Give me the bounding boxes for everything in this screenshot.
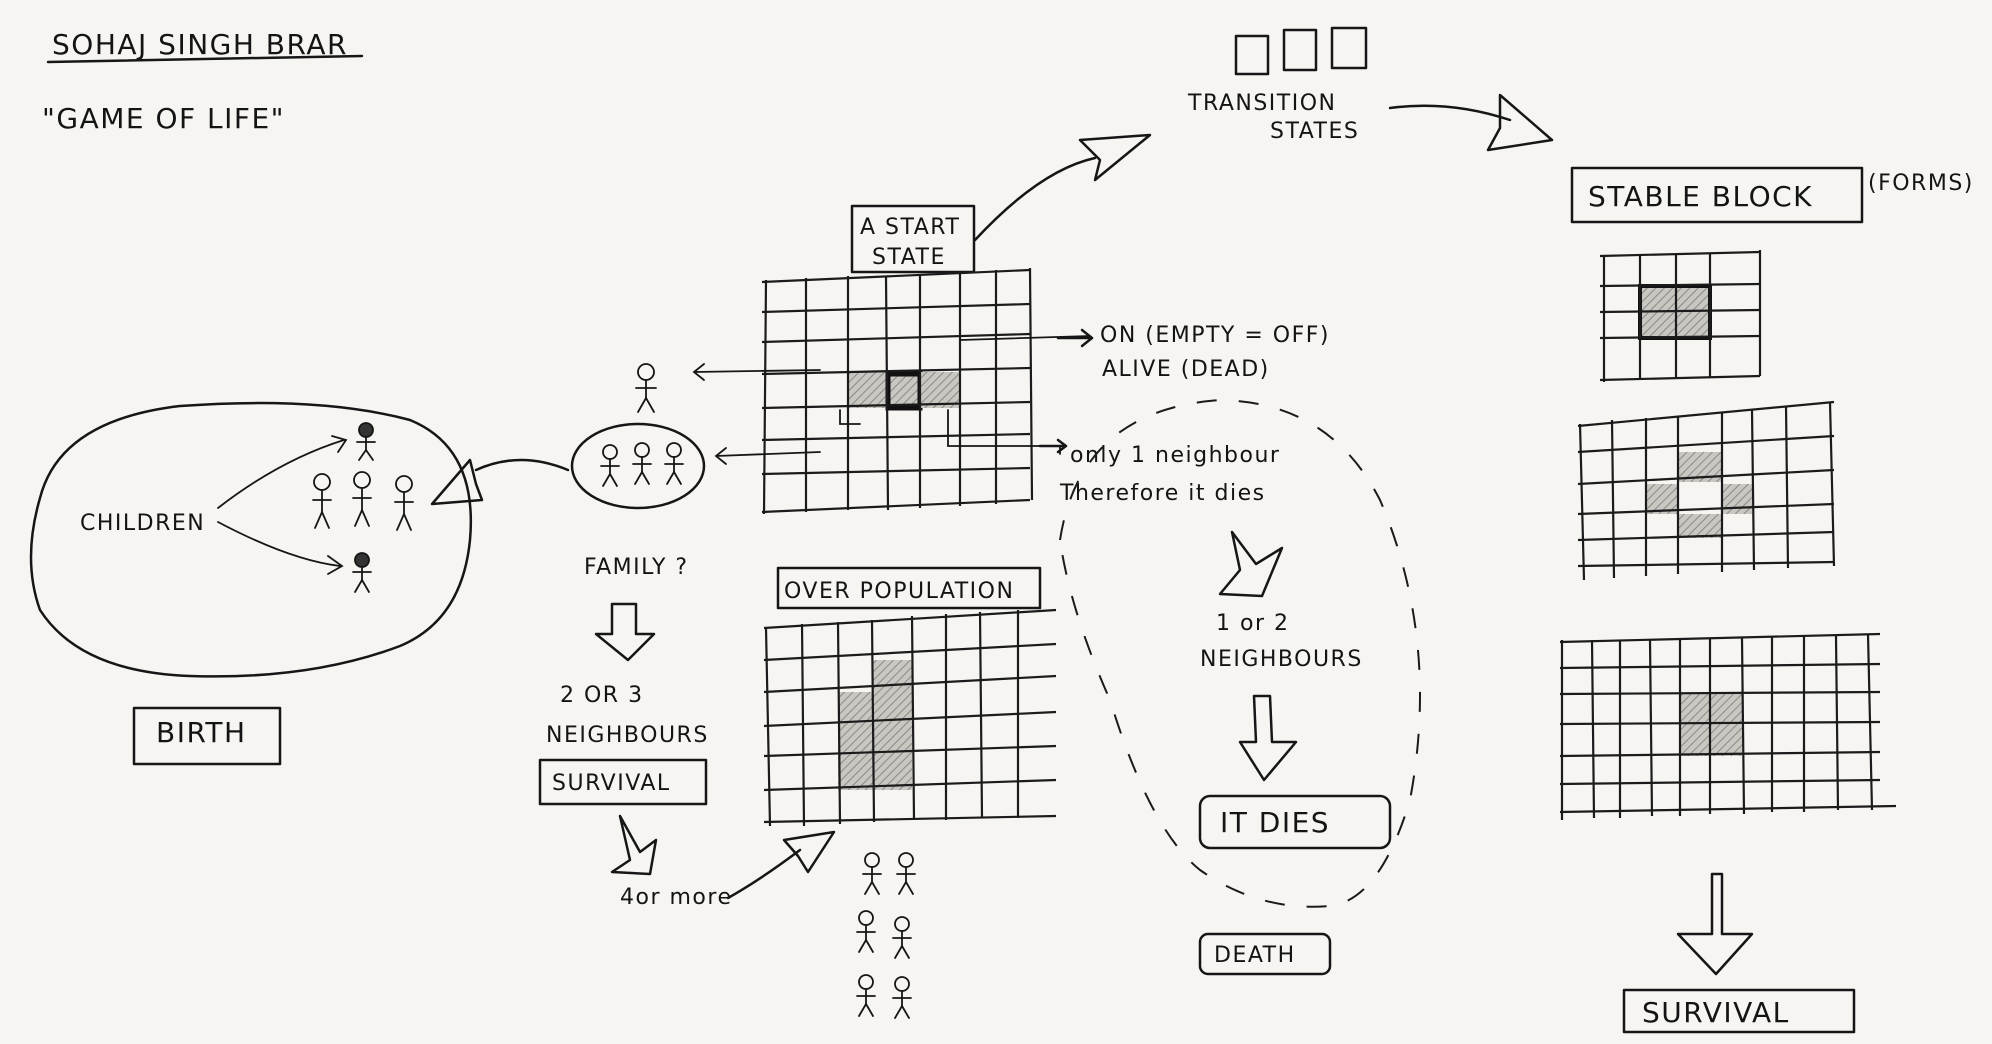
death-dashed-region bbox=[1058, 398, 1421, 908]
arrow-head-family-to-birth bbox=[430, 458, 484, 506]
arrow-family-to-birth bbox=[474, 458, 570, 472]
stable-grid-3 bbox=[1559, 632, 1897, 820]
survival-left-label: SURVIVAL bbox=[552, 771, 671, 796]
stable-block-box bbox=[1570, 166, 1864, 224]
bracket-left bbox=[839, 409, 861, 425]
forms-label: (FORMS) bbox=[1868, 171, 1974, 196]
arrow-to-four-or-more bbox=[610, 814, 658, 876]
arrow-head-to-stable bbox=[1486, 93, 1554, 152]
on-empty-off-label: ON (EMPTY = OFF) bbox=[1100, 323, 1330, 348]
down-arrow-survival-right bbox=[1676, 872, 1754, 976]
arrow-to-stable bbox=[1388, 104, 1512, 122]
arrow-down-to-survival bbox=[594, 602, 656, 662]
author-name: SOHAJ SINGH BRAR bbox=[52, 28, 348, 61]
four-or-more-label: 4or more bbox=[620, 885, 732, 910]
arrow-to-neighbour-label bbox=[1038, 438, 1068, 454]
family-label: FAMILY ? bbox=[584, 555, 689, 580]
arrow-to-on-label bbox=[1056, 328, 1094, 348]
it-dies-label: IT DIES bbox=[1220, 806, 1330, 839]
arrow-to-single-figure bbox=[692, 363, 821, 381]
alive-dead-label: ALIVE (DEAD) bbox=[1102, 357, 1270, 382]
stick-figures-crowd bbox=[856, 852, 916, 1019]
title: "GAME OF LIFE" bbox=[42, 102, 285, 135]
over-population-grid bbox=[763, 608, 1057, 827]
stable-grid-2 bbox=[1577, 400, 1836, 581]
arrow-head-four-to-over bbox=[782, 830, 836, 874]
arrow-head-to-transition bbox=[1078, 133, 1152, 182]
over-population-label: OVER POPULATION bbox=[784, 579, 1014, 604]
arrow-four-to-over bbox=[726, 848, 802, 900]
it-dies-box bbox=[1198, 794, 1392, 850]
start-state-line-1: A START bbox=[860, 215, 960, 240]
bracket-right bbox=[947, 409, 1061, 447]
start-state-grid bbox=[761, 267, 1034, 515]
neighbours-left-label: NEIGHBOURS bbox=[546, 723, 709, 748]
arrow-to-transition bbox=[973, 156, 1097, 242]
arrow-down-1 bbox=[1218, 530, 1284, 598]
author-underline bbox=[46, 54, 364, 64]
birth-label: BIRTH bbox=[156, 716, 247, 749]
children-figures bbox=[312, 422, 414, 593]
only-one-neighbour-label: only 1 neighbour bbox=[1070, 443, 1280, 468]
children-label: CHILDREN bbox=[80, 511, 205, 536]
single-stick-figure bbox=[635, 363, 657, 413]
survival-left-box bbox=[538, 758, 708, 806]
stable-block-label: STABLE BLOCK bbox=[1588, 180, 1813, 213]
neighbours-right-label: NEIGHBOURS bbox=[1200, 647, 1363, 672]
arrow-children-up bbox=[217, 435, 348, 509]
stable-grid-1 bbox=[1599, 250, 1762, 382]
start-state-line-2: STATE bbox=[872, 245, 946, 270]
start-state-box bbox=[850, 204, 976, 274]
birth-box bbox=[132, 706, 282, 766]
transition-state-boxes bbox=[1234, 26, 1368, 76]
pointer-line-on bbox=[959, 335, 1091, 341]
arrow-children-down bbox=[217, 521, 344, 575]
death-label: DEATH bbox=[1214, 943, 1296, 968]
one-or-two-label: 1 or 2 bbox=[1216, 611, 1290, 636]
survival-right-label: SURVIVAL bbox=[1642, 996, 1790, 1029]
arrow-down-2 bbox=[1238, 694, 1298, 782]
death-box bbox=[1198, 932, 1332, 976]
family-figures bbox=[600, 442, 684, 487]
family-circle bbox=[570, 422, 706, 510]
transition-label-1: TRANSITION bbox=[1187, 91, 1337, 116]
arrow-to-family bbox=[714, 447, 821, 465]
over-population-box bbox=[776, 566, 1042, 610]
birth-circle bbox=[29, 401, 473, 678]
transition-label-2: STATES bbox=[1270, 119, 1359, 144]
survival-right-box bbox=[1622, 988, 1856, 1034]
therefore-it-dies-label: Therefore it dies bbox=[1059, 481, 1266, 506]
two-or-three-label: 2 OR 3 bbox=[560, 683, 644, 708]
